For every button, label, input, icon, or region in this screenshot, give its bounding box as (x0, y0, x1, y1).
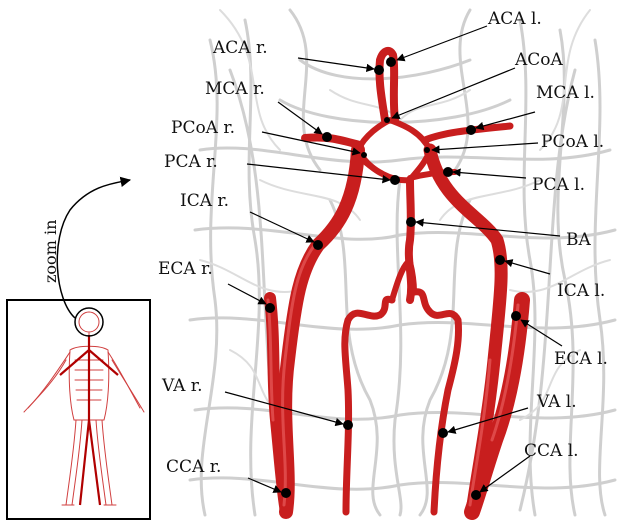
marker-va-r (343, 420, 353, 430)
background-vessel-network-light (200, 10, 610, 420)
label-aca-r: ACA r. (212, 38, 268, 58)
label-eca-l: ECA l. (554, 349, 608, 369)
marker-aca-l (386, 57, 396, 67)
marker-pcoa-l (424, 147, 430, 153)
artery-tree (270, 51, 522, 512)
marker-va-l (438, 428, 448, 438)
leader-mca-r (278, 102, 322, 134)
leader-ica-l (505, 261, 550, 274)
label-eca-r: ECA r. (158, 259, 213, 279)
zoom-arrow (57, 180, 130, 318)
label-ica-r: ICA r. (180, 191, 229, 211)
label-ba: BA (566, 230, 591, 250)
body-inset: zoom in (7, 180, 150, 519)
label-pcoa-r: PCoA r. (171, 118, 235, 138)
label-mca-l: MCA l. (536, 83, 595, 103)
marker-ba (406, 217, 416, 227)
label-cca-r: CCA r. (166, 457, 221, 477)
label-acoa: ACoA (514, 50, 564, 70)
marker-cca-l (471, 490, 481, 500)
marker-eca-r (265, 303, 275, 313)
label-aca-l: ACA l. (487, 9, 542, 29)
artery-circle-of-willis (358, 120, 430, 180)
label-pcoa-l: PCoA l. (541, 132, 604, 152)
artery-mca-right (305, 137, 360, 145)
label-mca-r: MCA r. (205, 79, 265, 99)
marker-cca-r (281, 488, 291, 498)
marker-aca-r (374, 65, 384, 75)
marker-acoa (384, 117, 390, 123)
inset-frame (7, 300, 150, 519)
leader-pca-l (453, 172, 526, 178)
marker-pcoa-r (361, 152, 367, 158)
leader-aca-l (397, 26, 487, 60)
marker-pca-l (443, 167, 453, 177)
marker-mca-l (466, 125, 476, 135)
marker-pca-r (390, 175, 400, 185)
artery-va-right (345, 299, 392, 512)
label-pca-r: PCA r. (164, 152, 218, 172)
marker-ica-r (313, 240, 323, 250)
label-pca-l: PCA l. (532, 175, 585, 195)
leader-pcoa-l (432, 143, 538, 150)
marker-ica-l (495, 255, 505, 265)
leader-eca-l (521, 320, 562, 346)
label-va-l: VA l. (536, 392, 577, 412)
label-ica-l: ICA l. (557, 281, 605, 301)
label-va-r: VA r. (161, 376, 202, 396)
marker-eca-l (511, 311, 521, 321)
label-cca-l: CCA l. (524, 441, 579, 461)
marker-mca-r (322, 132, 332, 142)
zoom-label: zoom in (41, 220, 60, 283)
